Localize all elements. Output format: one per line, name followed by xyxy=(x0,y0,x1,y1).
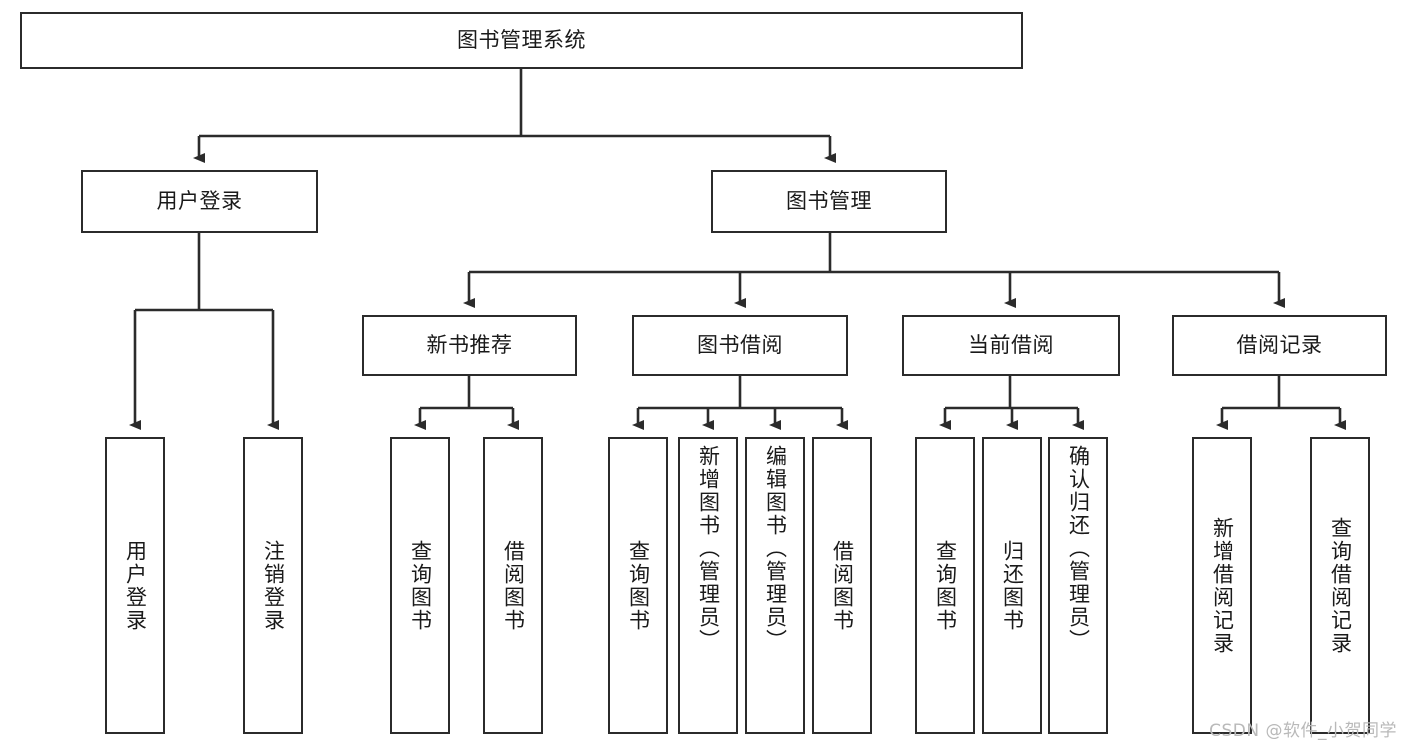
node-borrow-records-label: 借阅记录 xyxy=(1236,332,1323,357)
leaf-query-books-new-label: 查询图书 xyxy=(408,539,433,632)
node-book-management[interactable]: 图书管理 xyxy=(711,170,947,233)
leaf-user-logout-label: 注销登录 xyxy=(261,539,286,632)
leaf-borrow-books-new-label: 借阅图书 xyxy=(501,539,526,632)
leaf-query-books-new[interactable]: 查询图书 xyxy=(390,437,450,734)
leaf-user-login-label: 用户登录 xyxy=(123,539,148,632)
leaf-user-login[interactable]: 用户登录 xyxy=(105,437,165,734)
node-current-borrow-label: 当前借阅 xyxy=(968,332,1054,357)
leaf-return-books-label: 归还图书 xyxy=(1000,539,1025,632)
node-book-management-label: 图书管理 xyxy=(786,188,872,213)
leaf-add-borrow-record[interactable]: 新增借阅记录 xyxy=(1192,437,1252,734)
node-user-login-label: 用户登录 xyxy=(156,188,243,213)
leaf-add-borrow-record-label: 新增借阅记录 xyxy=(1210,516,1235,655)
leaf-query-books-borrow-label: 查询图书 xyxy=(626,539,651,632)
node-book-borrow-label: 图书借阅 xyxy=(697,332,783,357)
leaf-borrow-books-new[interactable]: 借阅图书 xyxy=(483,437,543,734)
node-user-login[interactable]: 用户登录 xyxy=(81,170,318,233)
leaf-confirm-return-admin-label: 确认归还（管理员） xyxy=(1066,445,1091,652)
leaf-user-logout[interactable]: 注销登录 xyxy=(243,437,303,734)
leaf-edit-book-admin-label: 编辑图书（管理员） xyxy=(763,445,788,652)
leaf-add-book-admin[interactable]: 新增图书（管理员） xyxy=(678,437,738,734)
leaf-query-books-current[interactable]: 查询图书 xyxy=(915,437,975,734)
leaf-add-book-admin-label: 新增图书（管理员） xyxy=(696,445,721,652)
node-root-system[interactable]: 图书管理系统 xyxy=(20,12,1023,69)
node-book-borrow[interactable]: 图书借阅 xyxy=(632,315,848,376)
watermark-text: CSDN @软件_小贺同学 xyxy=(1209,721,1397,741)
node-borrow-records[interactable]: 借阅记录 xyxy=(1172,315,1387,376)
node-root-label: 图书管理系统 xyxy=(457,27,586,52)
node-new-book-recommend[interactable]: 新书推荐 xyxy=(362,315,577,376)
leaf-edit-book-admin[interactable]: 编辑图书（管理员） xyxy=(745,437,805,734)
node-new-book-recommend-label: 新书推荐 xyxy=(426,332,513,357)
leaf-query-borrow-record[interactable]: 查询借阅记录 xyxy=(1310,437,1370,734)
leaf-query-borrow-record-label: 查询借阅记录 xyxy=(1328,516,1353,655)
leaf-lend-books[interactable]: 借阅图书 xyxy=(812,437,872,734)
leaf-return-books[interactable]: 归还图书 xyxy=(982,437,1042,734)
leaf-query-books-current-label: 查询图书 xyxy=(933,539,958,632)
leaf-query-books-borrow[interactable]: 查询图书 xyxy=(608,437,668,734)
node-current-borrow[interactable]: 当前借阅 xyxy=(902,315,1120,376)
leaf-lend-books-label: 借阅图书 xyxy=(830,539,855,632)
leaf-confirm-return-admin[interactable]: 确认归还（管理员） xyxy=(1048,437,1108,734)
